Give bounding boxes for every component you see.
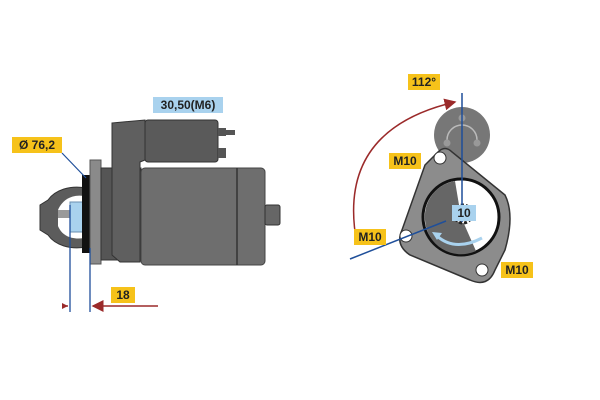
front-view-motor — [349, 93, 511, 284]
angle-label: 112° — [408, 74, 440, 90]
solenoid — [144, 119, 219, 163]
offset-label: 18 — [111, 287, 135, 303]
pinion — [69, 201, 85, 233]
diameter-leader — [61, 152, 87, 179]
diameter-label: Ø 76,2 — [12, 137, 62, 153]
shaft-end — [264, 204, 281, 226]
teeth-count-label: 10 — [452, 205, 476, 221]
flange-seal — [82, 175, 90, 253]
bolt-hole — [433, 151, 447, 165]
rotation-arrow — [436, 234, 483, 246]
bolt-label-bottom: M10 — [501, 262, 533, 278]
flange-plate — [89, 159, 102, 265]
reference-line-angled — [349, 220, 447, 260]
bolt-hole — [399, 229, 413, 243]
bolt-label-top: M10 — [389, 153, 421, 169]
angle-arc — [352, 98, 457, 245]
side-view-motor — [39, 119, 281, 312]
motor-body — [140, 167, 266, 266]
bolt-hole — [475, 263, 489, 277]
bolt-label-left: M10 — [354, 229, 386, 245]
solenoid-bracket — [111, 119, 146, 263]
terminal-label: 30,50(M6) — [153, 97, 223, 113]
